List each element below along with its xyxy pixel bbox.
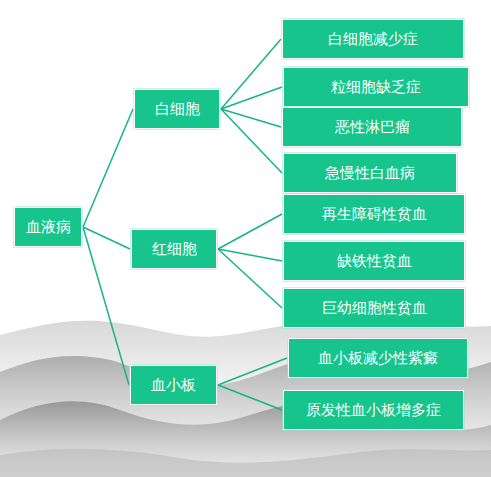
category-box: 红细胞 [131,229,217,269]
node-label: 原发性血小板增多症 [306,401,441,419]
root-box: 血液病 [14,207,82,247]
node-label: 缺铁性贫血 [337,252,412,270]
node-label: 粒细胞缺乏症 [331,78,421,96]
category-box: 白细胞 [134,89,220,129]
connector-stroke [221,109,282,173]
connector-stroke [218,385,282,410]
connector-line [218,249,282,308]
disease-box: 恶性淋巴瘤 [282,107,462,147]
node-label: 恶性淋巴瘤 [335,118,410,136]
connector-stroke [221,87,282,109]
connector-line [218,385,282,410]
disease-box: 缺铁性贫血 [283,241,465,281]
connector-line [83,227,129,385]
connector-stroke [218,249,282,308]
disease-box: 再生障碍性贫血 [283,194,465,234]
connector-line [218,358,287,385]
disease-box: 血小板减少性紫癜 [288,338,468,378]
connector-stroke [83,109,133,227]
connector-line [221,87,282,109]
node-label: 急慢性白血病 [325,164,415,182]
connector-line [218,214,282,249]
connector-line [218,249,282,261]
disease-box: 巨幼细胞性贫血 [283,288,465,328]
connector-stroke [83,227,129,385]
node-label: 血液病 [26,218,71,236]
node-label: 白细胞 [155,100,200,118]
node-label: 红细胞 [152,240,197,258]
disease-box: 白细胞减少症 [282,19,464,59]
node-label: 血小板 [151,376,196,394]
connector-line [221,39,281,109]
connector-line [83,109,133,227]
connector-stroke [83,227,130,249]
category-box: 血小板 [130,365,217,405]
connector-line [83,227,130,249]
disease-box: 粒细胞缺乏症 [283,67,469,107]
connector-stroke [221,39,281,109]
connector-line [221,109,282,173]
disease-box: 原发性血小板增多症 [283,390,464,430]
connector-stroke [218,214,282,249]
node-label: 血小板减少性紫癜 [318,349,438,367]
node-label: 白细胞减少症 [328,30,418,48]
node-label: 巨幼细胞性贫血 [322,299,427,317]
disease-box: 急慢性白血病 [283,153,457,193]
connector-stroke [218,249,282,261]
connector-stroke [218,358,287,385]
node-label: 再生障碍性贫血 [322,205,427,223]
